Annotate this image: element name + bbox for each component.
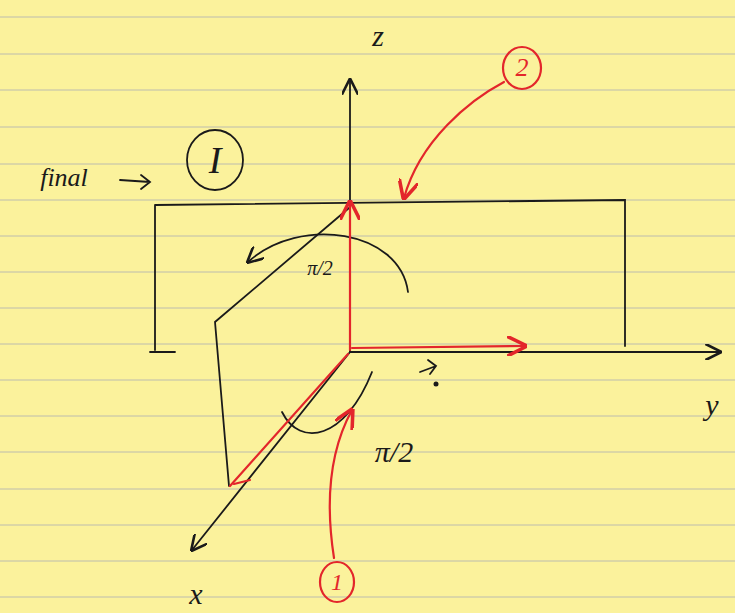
red-vector [349,202,351,350]
axis-label: y [705,390,718,420]
angle-label: π/2 [375,437,413,467]
z-axis [349,80,351,352]
axis-label: x [189,579,202,609]
leader-line [404,82,504,198]
roman-numeral: I [209,141,222,179]
ruled-lines [0,17,735,597]
pointer-arrow [120,175,150,189]
red-vector [352,346,525,348]
small-arrow [420,360,436,374]
plane-rectangle [150,200,625,352]
rotation-arc [248,234,408,292]
leader-line [330,410,352,558]
red-vector [230,354,348,486]
callout-number: 1 [331,570,343,594]
angle-label: π/2 [307,258,333,278]
circle-mark [187,130,243,190]
rotation-arc [282,372,372,433]
red-tick [234,480,250,484]
rotated-line [215,208,349,486]
callout-circle [320,562,354,602]
callout-circle [503,47,541,89]
dot [434,382,439,387]
x-axis [192,352,350,550]
note-text: final [40,165,88,191]
y-axis [350,351,720,353]
callout-number: 2 [516,55,529,81]
axis-label: z [372,21,384,51]
